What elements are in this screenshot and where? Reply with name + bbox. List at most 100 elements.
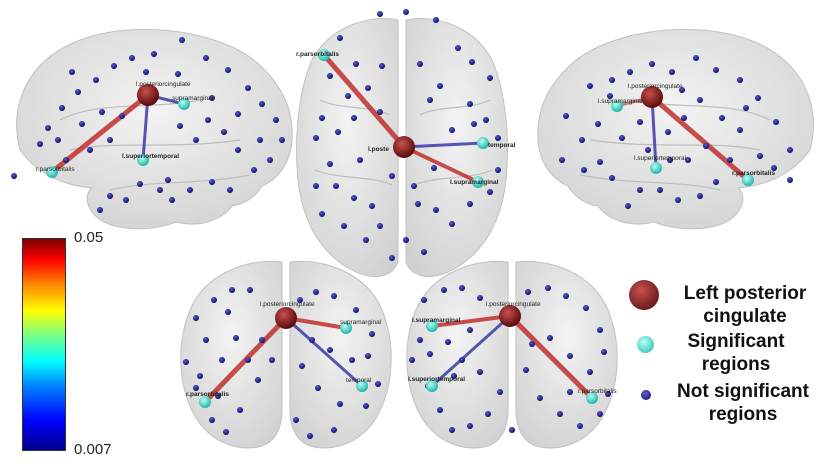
nonsignificant-region-node — [209, 417, 215, 423]
nonsignificant-region-node — [467, 201, 473, 207]
gyrus-line — [314, 99, 493, 186]
nonsignificant-region-node — [331, 427, 337, 433]
nonsignificant-region-node — [523, 367, 529, 373]
label-posterior-superior-temporal: temporal — [346, 377, 372, 384]
nonsignificant-region-node — [377, 11, 383, 17]
nonsignificant-region-node — [665, 129, 671, 135]
nonsignificant-region-node — [459, 357, 465, 363]
label-top-pars-orbitalis: r.parsorbitalis — [296, 51, 339, 58]
nonsignificant-region-node — [649, 61, 655, 67]
nonsignificant-region-node — [269, 357, 275, 363]
label-anterior-pars-orbitalis: r.parsorbitalis — [578, 388, 617, 395]
nonsignificant-region-node — [697, 97, 703, 103]
nonsignificant-region-node — [327, 73, 333, 79]
nonsignificant-region-node — [445, 339, 451, 345]
nonsignificant-region-node — [93, 77, 99, 83]
label-left-lat-supramarginal: supramarginal — [172, 95, 214, 102]
nonsignificant-region-node — [315, 385, 321, 391]
nonsignificant-region-node — [365, 85, 371, 91]
nonsignificant-region-node — [211, 297, 217, 303]
nonsignificant-region-node — [143, 69, 149, 75]
nonsignificant-region-node — [609, 77, 615, 83]
nonsignificant-region-node — [353, 307, 359, 313]
nonsignificant-region-node — [225, 67, 231, 73]
nonsignificant-region-node — [175, 71, 181, 77]
nonsignificant-region-node — [587, 369, 593, 375]
significant-region-node — [472, 176, 484, 188]
label-posterior-supramarginal: supramarginal — [340, 319, 382, 326]
nonsignificant-region-node — [353, 61, 359, 67]
colorbar — [22, 238, 66, 451]
nonsignificant-region-node — [313, 289, 319, 295]
nonsignificant-region-node — [483, 117, 489, 123]
nonsignificant-region-node — [245, 357, 251, 363]
label-top-supramarginal: l.supramarginal — [450, 179, 499, 186]
nonsignificant-region-node — [529, 341, 535, 347]
label-anterior-posterior-cingulate: l.posteriorcingulate — [486, 301, 541, 308]
nonsignificant-region-node — [737, 77, 743, 83]
nonsignificant-region-node — [459, 285, 465, 291]
legend-nonsignificant-label: Not significant regions — [677, 381, 809, 425]
significant-region-node — [340, 322, 352, 334]
nonsignificant-region-node — [233, 335, 239, 341]
nonsignificant-region-node — [377, 223, 383, 229]
nonsignificant-region-node — [331, 293, 337, 299]
hub-node-left-posterior-cingulate — [641, 86, 663, 108]
nonsignificant-region-node — [411, 183, 417, 189]
significant-region-node — [742, 174, 754, 186]
nonsignificant-region-node — [183, 359, 189, 365]
nonsignificant-region-node — [477, 295, 483, 301]
nonsignificant-region-node — [299, 363, 305, 369]
nonsignificant-region-node — [773, 119, 779, 125]
nonsignificant-region-node — [583, 305, 589, 311]
significant-region-node — [199, 396, 211, 408]
label-anterior-supramarginal: l.supramarginal — [412, 317, 461, 324]
nonsignificant-region-node — [193, 315, 199, 321]
significant-region-node — [356, 380, 368, 392]
nonsignificant-region-node — [389, 173, 395, 179]
hub-node-left-posterior-cingulate — [393, 136, 415, 158]
nonsignificant-region-node — [225, 309, 231, 315]
nonsignificant-region-node — [337, 401, 343, 407]
nonsignificant-region-node — [193, 137, 199, 143]
nonsignificant-region-node — [227, 187, 233, 193]
nonsignificant-region-node — [177, 123, 183, 129]
nonsignificant-region-node — [87, 147, 93, 153]
nonsignificant-region-node — [713, 67, 719, 73]
significant-region-node — [611, 100, 623, 112]
nonsignificant-region-node — [427, 97, 433, 103]
label-left-lat-posterior-cingulate: l.posteriorcingulate — [136, 81, 191, 88]
nonsignificant-region-node — [743, 105, 749, 111]
brain-outline-anterior-right — [515, 260, 618, 449]
nonsignificant-region-node — [467, 423, 473, 429]
significant-region-node — [178, 98, 190, 110]
nonsignificant-region-node — [567, 353, 573, 359]
nonsignificant-region-node — [415, 201, 421, 207]
nonsignificant-region-node — [197, 373, 203, 379]
nonsignificant-region-node — [107, 193, 113, 199]
nonsignificant-region-node — [455, 45, 461, 51]
nonsignificant-region-node — [713, 179, 719, 185]
label-anterior-superior-temporal: l.superiortemporal — [408, 376, 465, 383]
label-posterior-posterior-cingulate: l.posteriorcingulate — [260, 301, 315, 308]
nonsignificant-region-node — [369, 331, 375, 337]
nonsignificant-region-node — [259, 101, 265, 107]
colorbar-max-label: 0.05 — [74, 229, 104, 246]
nonsignificant-region-node — [319, 115, 325, 121]
nonsignificant-region-node — [567, 389, 573, 395]
nonsignificant-region-node — [417, 337, 423, 343]
nonsignificant-region-node — [279, 137, 285, 143]
nonsignificant-region-node — [403, 237, 409, 243]
significant-region-node — [46, 166, 58, 178]
hub-node-left-posterior-cingulate — [275, 307, 297, 329]
nonsignificant-region-node — [235, 147, 241, 153]
nonsignificant-region-node — [755, 95, 761, 101]
nonsignificant-region-node — [313, 183, 319, 189]
nonsignificant-region-node — [107, 137, 113, 143]
edge-hub-to-superior-temporal — [402, 141, 485, 149]
nonsignificant-region-node — [215, 393, 221, 399]
region-labels: l.posteriorcingulate supramarginal l.sup… — [36, 51, 775, 398]
nonsignificant-region-node — [187, 187, 193, 193]
